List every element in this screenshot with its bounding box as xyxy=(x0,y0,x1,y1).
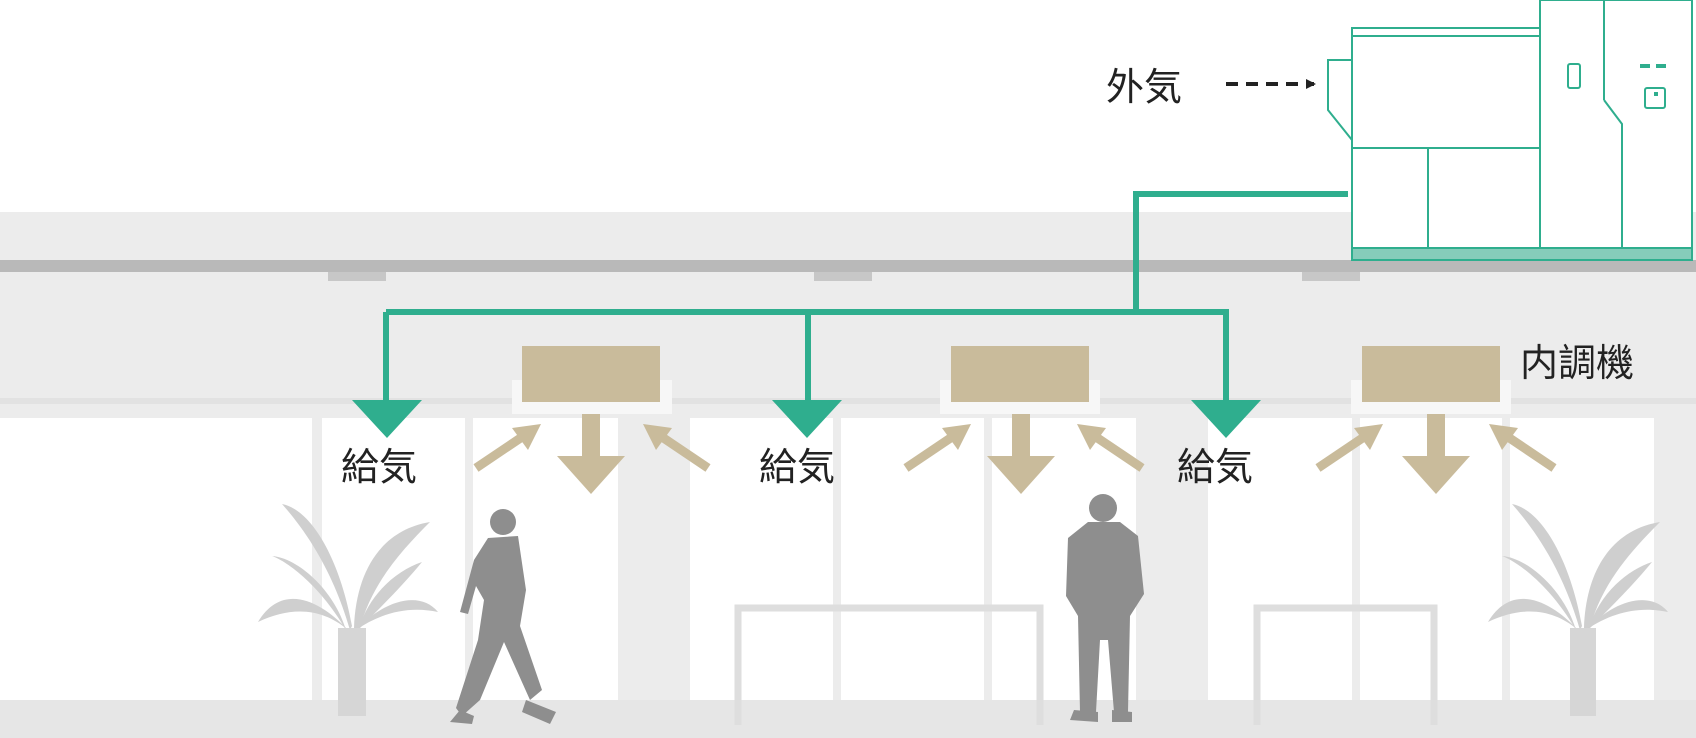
indoor-unit-1 xyxy=(512,346,672,414)
supply-arrowheads xyxy=(352,400,1261,438)
indoor-unit-2 xyxy=(940,346,1100,414)
indoor-unit-label: 内調機 xyxy=(1520,341,1634,385)
window-panels xyxy=(0,418,1654,700)
indoor-unit-3 xyxy=(1351,346,1511,414)
table-right xyxy=(1253,604,1438,725)
supply-air-label-3: 給気 xyxy=(1177,445,1253,489)
table-left xyxy=(734,604,1044,725)
airflow-arrows xyxy=(473,414,1557,494)
supply-air-label-1: 給気 xyxy=(341,445,417,489)
airflow-group-1 xyxy=(473,414,711,494)
potted-plant-icon xyxy=(258,504,438,716)
airflow-group-3 xyxy=(1315,414,1557,494)
person-walking-icon xyxy=(450,509,556,724)
outdoor-air-handler-icon xyxy=(1327,0,1693,261)
potted-plant-icon xyxy=(1488,504,1668,716)
airflow-group-2 xyxy=(903,414,1145,494)
outdoor-unit-buttons xyxy=(1640,64,1666,96)
person-standing-icon xyxy=(1066,494,1144,722)
outside-air-label: 外気 xyxy=(1106,65,1182,109)
supply-duct xyxy=(383,191,1348,402)
supply-air-label-2: 給気 xyxy=(759,445,835,489)
